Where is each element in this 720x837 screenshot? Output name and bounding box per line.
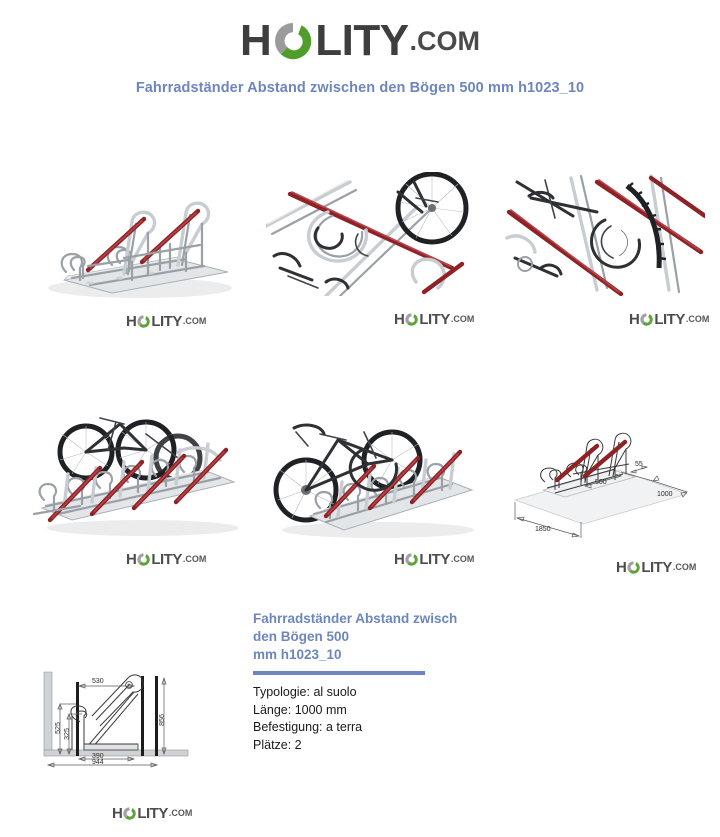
gallery-image-bike-rack-detail-clamp[interactable]: H LITY .COM <box>266 172 474 327</box>
holity-o-ring-icon <box>136 552 151 567</box>
spec-plaetze: Plätze: 2 <box>253 737 302 752</box>
watermark-h: H <box>126 551 137 568</box>
product-spec-list: Typologie: al suolo Länge: 1000 mm Befes… <box>253 684 503 754</box>
holity-o-ring-icon <box>626 560 641 575</box>
dim-label-944: 944 <box>92 759 104 766</box>
watermark-h: H <box>126 313 137 330</box>
title-divider <box>253 671 425 675</box>
side-view-dimension-drawing[interactable]: 530 856 525 325 390 944 <box>30 664 202 768</box>
holity-o-ring-icon <box>136 314 151 329</box>
product-info-block: Fahrradständer Abstand zwisch den Bögen … <box>253 610 503 754</box>
logo-text-lity: LITY <box>315 16 409 65</box>
dim-label-500: 500 <box>595 479 607 486</box>
holity-o-ring-icon <box>122 806 137 821</box>
gallery-image-bike-rack-with-bike-angle[interactable]: H LITY .COM <box>266 404 481 567</box>
watermark-h: H <box>394 551 405 568</box>
watermark-h: H <box>394 311 405 328</box>
watermark-logo: H LITY .COM <box>126 552 206 567</box>
gallery-image-bike-rack-dimension-3d[interactable]: 1850 1000 500 55 H LITY .COM <box>501 424 701 575</box>
watermark-lity: LITY <box>137 805 168 822</box>
holity-o-ring-icon <box>404 552 419 567</box>
watermark-logo: H LITY .COM <box>629 312 709 327</box>
watermark-logo: H LITY .COM <box>616 560 696 575</box>
gallery-image-bike-rack-detail-wheel[interactable]: H LITY .COM <box>501 172 709 327</box>
watermark-lity: LITY <box>151 551 182 568</box>
watermark-lity: LITY <box>654 311 685 328</box>
dim-label-525: 525 <box>55 722 62 734</box>
watermark-lity: LITY <box>641 559 672 576</box>
watermark-dotcom: .COM <box>182 316 207 326</box>
footer-watermark-logo: H LITY .COM <box>112 806 192 821</box>
watermark-dotcom: .COM <box>450 314 475 324</box>
spec-befestigung: Befestigung: a terra <box>253 720 363 734</box>
gallery-image-bike-rack-empty-3d[interactable]: H LITY .COM <box>28 162 243 329</box>
dim-label-1000: 1000 <box>657 491 673 498</box>
watermark-logo: H LITY .COM <box>394 312 474 327</box>
dim-label-856: 856 <box>159 714 166 726</box>
watermark-h: H <box>629 311 640 328</box>
holity-o-ring-icon <box>271 19 315 63</box>
dim-label-55: 55 <box>635 461 643 468</box>
logo-text-h: H <box>239 16 272 65</box>
watermark-logo: H LITY .COM <box>394 552 474 567</box>
page-title: Fahrradständer Abstand zwischen den Böge… <box>135 80 585 96</box>
watermark-dotcom: .COM <box>672 562 697 572</box>
watermark-lity: LITY <box>151 313 182 330</box>
spec-laenge: Länge: 1000 mm <box>253 702 347 717</box>
watermark-logo: H LITY .COM <box>126 314 206 329</box>
watermark-lity: LITY <box>419 551 450 568</box>
watermark-dotcom: .COM <box>685 314 710 324</box>
dim-label-1850: 1850 <box>535 526 551 533</box>
watermark-dotcom: .COM <box>450 554 475 564</box>
holity-o-ring-icon <box>639 312 654 327</box>
site-logo[interactable]: H LITY .COM <box>0 18 720 64</box>
watermark-lity: LITY <box>419 311 450 328</box>
watermark-dotcom: .COM <box>168 808 193 818</box>
holity-o-ring-icon <box>404 312 419 327</box>
dim-label-390: 390 <box>92 753 104 760</box>
watermark-dotcom: .COM <box>182 554 207 564</box>
logo-text-dotcom: .COM <box>409 25 481 56</box>
dim-label-325: 325 <box>64 728 71 740</box>
watermark-h: H <box>112 805 123 822</box>
spec-typologie: Typologie: al suolo <box>253 685 357 699</box>
product-title: Fahrradständer Abstand zwisch den Bögen … <box>253 611 458 662</box>
watermark-h: H <box>616 559 627 576</box>
gallery-image-bike-rack-with-bikes-row[interactable]: H LITY .COM <box>28 404 243 567</box>
dim-label-530: 530 <box>92 678 104 685</box>
